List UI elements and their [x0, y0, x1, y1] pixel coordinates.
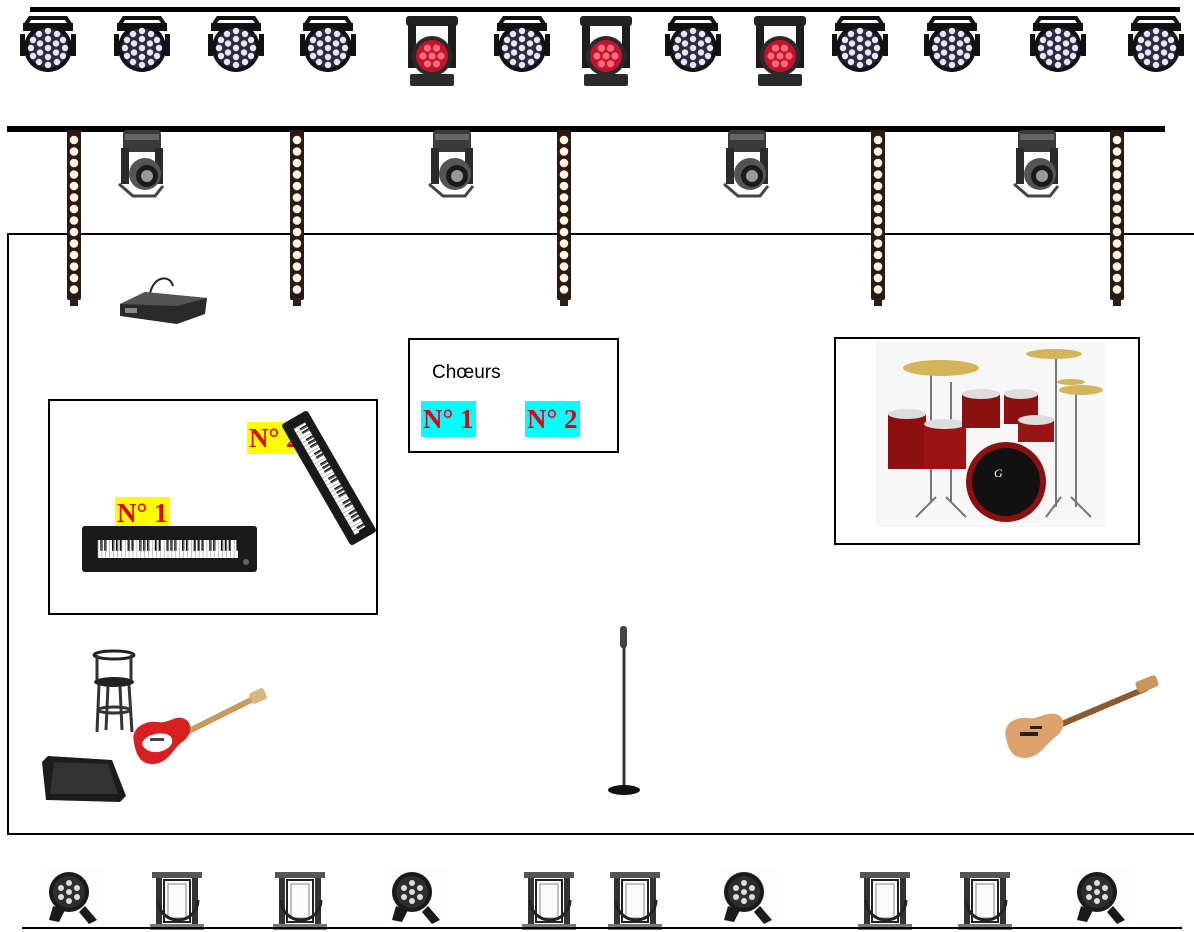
par-led-icon: [1128, 16, 1184, 72]
par-led-icon: [114, 16, 170, 72]
floor-stand-icon: [522, 872, 576, 930]
par-led-icon: [300, 16, 356, 72]
choeurs-box: [408, 338, 619, 453]
par-led-icon: [20, 16, 76, 72]
moving-head-icon: [723, 130, 770, 198]
par-led-icon: [494, 16, 550, 72]
led-bar-icon: [67, 130, 81, 306]
choeurs-2-label: N° 2: [525, 401, 580, 437]
keyboard-2-icon: [282, 410, 376, 546]
par-led-icon: [208, 16, 264, 72]
keyboard-1-icon: [82, 526, 257, 572]
bar-stool-icon: [92, 649, 136, 733]
electric-guitar-icon: [133, 688, 267, 764]
par-led-icon: [45, 868, 103, 926]
par-led-icon: [720, 868, 778, 926]
floor-stand-icon: [273, 872, 327, 930]
floor-stand-icon: [858, 872, 912, 930]
led-bar-icon: [1110, 130, 1124, 306]
keyboard-2-label: N° 2: [247, 422, 302, 454]
par-led-icon: [665, 16, 721, 72]
par-led-icon: [388, 868, 446, 926]
floor-stand-icon: [150, 872, 204, 930]
led-bar-icon: [290, 130, 304, 306]
moving-head-red-icon: [406, 16, 458, 86]
smoke-machine-icon: [120, 277, 207, 324]
keyboards-box: [48, 399, 378, 615]
moving-head-icon: [428, 130, 475, 198]
par-led-icon: [1073, 868, 1131, 926]
led-bar-icon: [557, 130, 571, 306]
moving-head-icon: [1013, 130, 1060, 198]
par-led-icon: [832, 16, 888, 72]
floor-stand-icon: [608, 872, 662, 930]
floor-line: [22, 927, 1182, 929]
par-led-icon: [1030, 16, 1086, 72]
stage-area: [7, 233, 1194, 835]
bass-guitar-icon: [1005, 675, 1159, 758]
moving-head-red-icon: [580, 16, 632, 86]
moving-head-red-icon: [754, 16, 806, 86]
microphone-stand-icon: [608, 626, 640, 795]
choeurs-1-label: N° 1: [421, 401, 476, 437]
moving-head-icon: [118, 130, 165, 198]
par-led-icon: [924, 16, 980, 72]
middle-truss: [7, 126, 1165, 132]
keyboard-1-label: N° 1: [115, 497, 170, 529]
stage-monitor-icon: [42, 756, 126, 802]
drum-kit-icon: G: [876, 342, 1106, 527]
led-bar-icon: [871, 130, 885, 306]
svg-text:G: G: [994, 466, 1003, 480]
choeurs-title: Chœurs: [432, 362, 501, 383]
floor-stand-icon: [958, 872, 1012, 930]
top-truss: [30, 7, 1180, 12]
